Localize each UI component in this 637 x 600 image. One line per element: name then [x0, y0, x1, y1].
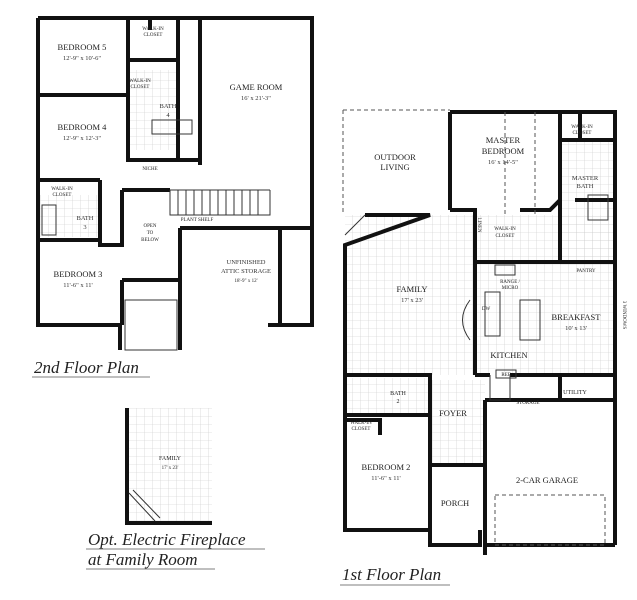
kitchen-label: KITCHEN: [490, 350, 527, 360]
wic3-label-2: CLOSET: [53, 193, 72, 198]
garage-label: 2-CAR GARAGE: [516, 475, 578, 485]
outdoor-living-2: LIVING: [380, 162, 409, 172]
dw-label: DW: [482, 307, 491, 312]
range-label-1: RANGE /: [500, 280, 520, 285]
master-bedroom-2: BEDROOM: [482, 146, 525, 156]
bedroom3-label: BEDROOM 3: [54, 269, 103, 279]
range-label-2: MICRO: [502, 286, 519, 291]
attic-dim: 18'-9" x 12': [234, 279, 257, 284]
attic-label-1: UNFINISHED: [227, 259, 266, 266]
fireplace-option-inset: [125, 408, 212, 525]
open-below-3: BELOW: [141, 238, 159, 243]
plant-shelf-label: PLANT SHELF: [181, 218, 214, 223]
outdoor-living-1: OUTDOOR: [374, 152, 416, 162]
option-caption-1: Opt. Electric Fireplace: [88, 530, 246, 549]
first-floor-plan: [342, 109, 617, 555]
second-floor-plan: [36, 16, 314, 351]
pantry-label: PANTRY: [576, 269, 596, 274]
game-room-dim: 16' x 21'-3": [241, 95, 271, 102]
utility-label: UTILITY: [563, 390, 587, 396]
attic-label-2: ATTIC STORAGE: [221, 268, 271, 275]
bedroom5-label: BEDROOM 5: [58, 42, 107, 52]
foyer-label: FOYER: [439, 408, 467, 418]
bath4-num: 4: [166, 112, 170, 119]
bath2-num: 2: [397, 399, 400, 405]
master-bedroom-1: MASTER: [486, 135, 521, 145]
wic-label-2: CLOSET: [144, 33, 163, 38]
bedroom2-label: BEDROOM 2: [362, 462, 411, 472]
bed2-wic-2: CLOSET: [352, 427, 371, 432]
niche-label: NICHE: [142, 167, 157, 172]
master-bedroom-dim: 16' x 14'-5": [488, 159, 518, 166]
bath3-num: 3: [83, 224, 86, 231]
master-wic2-1: WALK-IN: [571, 125, 593, 130]
bedroom2-dim: 11'-6" x 11': [371, 475, 400, 482]
bedroom4-label: BEDROOM 4: [58, 122, 108, 132]
option-family-label: FAMILY: [159, 456, 182, 462]
bath2-label: BATH: [390, 391, 406, 397]
windows-label: 3 WINDOWS: [621, 301, 626, 330]
bath4-label: BATH: [160, 103, 177, 110]
bedroom5-dim: 12'-9" x 10'-6": [63, 55, 101, 62]
second-floor-caption: 2nd Floor Plan: [34, 358, 139, 377]
option-family-dim: 17' x 23': [162, 466, 179, 471]
family-dim: 17' x 23': [401, 297, 423, 304]
bed2-wic-1: WALK-IN: [350, 421, 372, 426]
bedroom3-dim: 11'-6" x 11': [63, 282, 92, 289]
porch-label: PORCH: [441, 498, 469, 508]
family-label: FAMILY: [396, 284, 427, 294]
game-room-label: GAME ROOM: [230, 82, 283, 92]
wic3-label-1: WALK-IN: [51, 187, 73, 192]
storage-label: STORAGE: [517, 401, 540, 406]
master-bath-2: BATH: [577, 183, 594, 190]
open-below-1: OPEN: [143, 224, 156, 229]
first-floor-caption: 1st Floor Plan: [342, 565, 441, 584]
option-caption-2: at Family Room: [88, 550, 198, 569]
wic2-label-1: WALK-IN: [129, 79, 151, 84]
bedroom4-dim: 12'-9" x 12'-3": [63, 135, 101, 142]
breakfast-label: BREAKFAST: [552, 312, 602, 322]
wic-label-1: WALK-IN: [142, 27, 164, 32]
wic2-label-2: CLOSET: [131, 85, 150, 90]
open-below-2: TO: [147, 231, 154, 236]
master-wic-2: CLOSET: [496, 234, 515, 239]
linen-label: LINEN: [476, 218, 481, 233]
master-wic-1: WALK-IN: [494, 227, 516, 232]
breakfast-dim: 10' x 13': [565, 325, 587, 332]
master-wic2-2: CLOSET: [573, 131, 592, 136]
master-bath-1: MASTER: [572, 175, 599, 182]
ref-label: REF: [501, 373, 510, 378]
bath3-label: BATH: [77, 215, 94, 222]
